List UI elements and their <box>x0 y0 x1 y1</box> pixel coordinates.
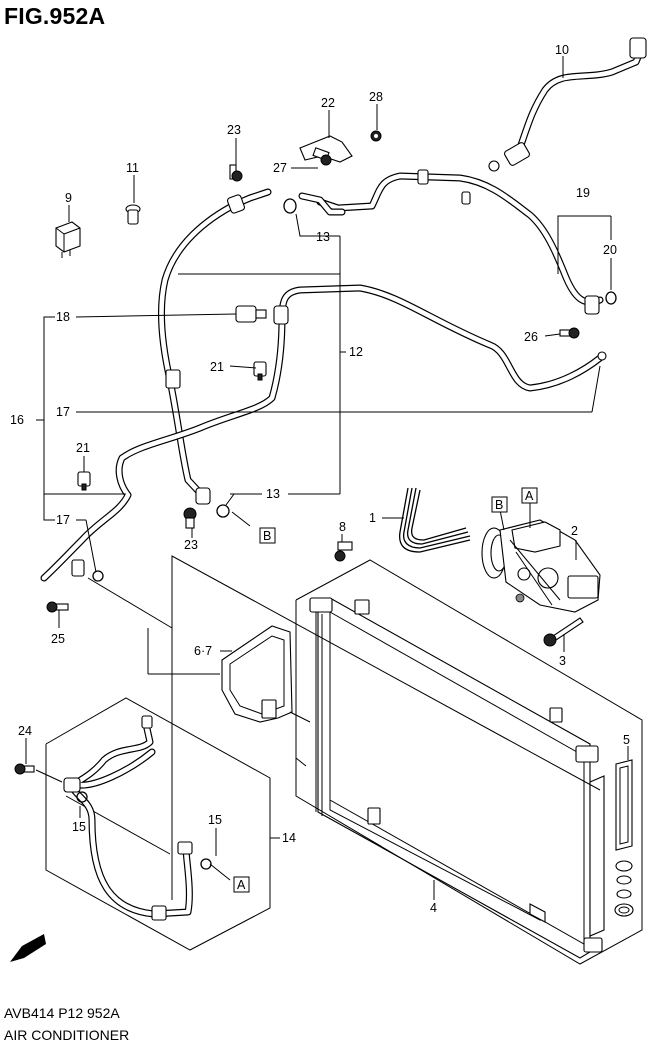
compressor-2[interactable] <box>481 519 601 613</box>
ref-a-bottom-label: A <box>237 878 246 892</box>
figure-name: AIR CONDITIONER <box>4 1027 130 1043</box>
pipe-19[interactable] <box>316 169 604 315</box>
callout-16: 16 <box>10 413 24 427</box>
callout-25: 25 <box>51 632 65 646</box>
ref-a-top-label: A <box>525 489 534 503</box>
bolt-3[interactable] <box>543 617 584 647</box>
bolt-23-bottom[interactable] <box>183 507 197 529</box>
callout-22: 22 <box>321 96 335 110</box>
callout-17-upper: 17 <box>56 405 70 419</box>
callout-15-right: 15 <box>208 813 222 827</box>
dryer-5[interactable] <box>614 759 634 917</box>
callout-23-bottom: 23 <box>184 538 198 552</box>
callout-15-left: 15 <box>72 820 86 834</box>
figure-code: AVB414 P12 952A <box>4 1005 120 1021</box>
clamp-21-lower[interactable] <box>77 471 91 491</box>
ref-box-a-bottom: A <box>233 876 250 893</box>
callout-20: 20 <box>603 243 617 257</box>
callout-8: 8 <box>339 520 346 534</box>
seal-bracket-6-7[interactable] <box>221 625 293 723</box>
leader-lines-lower <box>25 500 629 900</box>
o-ring-15-right[interactable] <box>200 858 212 870</box>
ref-b-left-label: B <box>263 529 271 543</box>
figure-title: FIG.952A <box>4 3 106 29</box>
leader-lines-upper <box>36 56 612 628</box>
hose-10[interactable] <box>488 37 647 172</box>
nut-28[interactable] <box>370 130 382 142</box>
pressure-sensor-18[interactable] <box>235 305 267 323</box>
ref-box-a-top: A <box>521 487 538 504</box>
bolt-26[interactable] <box>559 327 580 339</box>
ref-box-b-left: B <box>259 527 276 544</box>
o-ring-17[interactable] <box>92 570 104 582</box>
callout-19: 19 <box>576 186 590 200</box>
callout-18: 18 <box>56 310 70 324</box>
callout-21-lower: 21 <box>76 441 90 455</box>
hose-assembly-14[interactable] <box>45 697 271 951</box>
callout-26: 26 <box>524 330 538 344</box>
ref-b-top-label: B <box>495 498 503 512</box>
callout-11: 11 <box>126 161 139 175</box>
bolt-8[interactable] <box>334 541 353 562</box>
explode-lines <box>35 556 311 900</box>
callout-6-7: 6·7 <box>194 644 212 658</box>
o-ring-13-bottom[interactable] <box>216 504 230 518</box>
bolt-27[interactable] <box>312 147 332 166</box>
callout-10: 10 <box>555 43 569 57</box>
bolt-25[interactable] <box>46 601 69 613</box>
liquid-pipe-12[interactable] <box>40 284 604 582</box>
end-fitting <box>597 351 607 361</box>
callout-21-upper: 21 <box>210 360 224 374</box>
callout-24: 24 <box>18 724 32 738</box>
suction-hose[interactable] <box>157 188 272 505</box>
callout-1: 1 <box>369 511 376 525</box>
bolt-23-top[interactable] <box>229 164 243 182</box>
drive-belt-1[interactable] <box>398 487 471 553</box>
bolt-24[interactable] <box>14 763 35 775</box>
callout-5: 5 <box>623 733 630 747</box>
o-ring-20[interactable] <box>605 291 617 305</box>
callout-9: 9 <box>65 191 72 205</box>
callout-13-top: 13 <box>316 230 330 244</box>
callout-17-lower: 17 <box>56 513 70 527</box>
clip-11[interactable] <box>125 204 141 225</box>
fwd-arrow-icon: FWD <box>10 934 46 962</box>
callout-labels: 10 22 28 23 27 11 9 19 20 13 18 26 12 21… <box>10 43 630 915</box>
callout-23-top: 23 <box>227 123 241 137</box>
callout-13-bottom: 13 <box>266 487 280 501</box>
callout-14: 14 <box>282 831 296 845</box>
callout-12: 12 <box>349 345 363 359</box>
relay-9[interactable] <box>55 221 81 258</box>
ref-box-b-top: B <box>491 496 508 513</box>
callout-2: 2 <box>571 524 578 538</box>
pipe-fitting-top <box>298 192 346 216</box>
callout-27: 27 <box>273 161 287 175</box>
o-ring-15-left[interactable] <box>76 791 88 803</box>
o-ring-13-top[interactable] <box>283 198 297 214</box>
condenser-4[interactable] <box>309 597 605 959</box>
clamp-21-upper[interactable] <box>253 361 267 381</box>
callout-28: 28 <box>369 90 383 104</box>
callout-4: 4 <box>430 901 437 915</box>
callout-3: 3 <box>559 654 566 668</box>
